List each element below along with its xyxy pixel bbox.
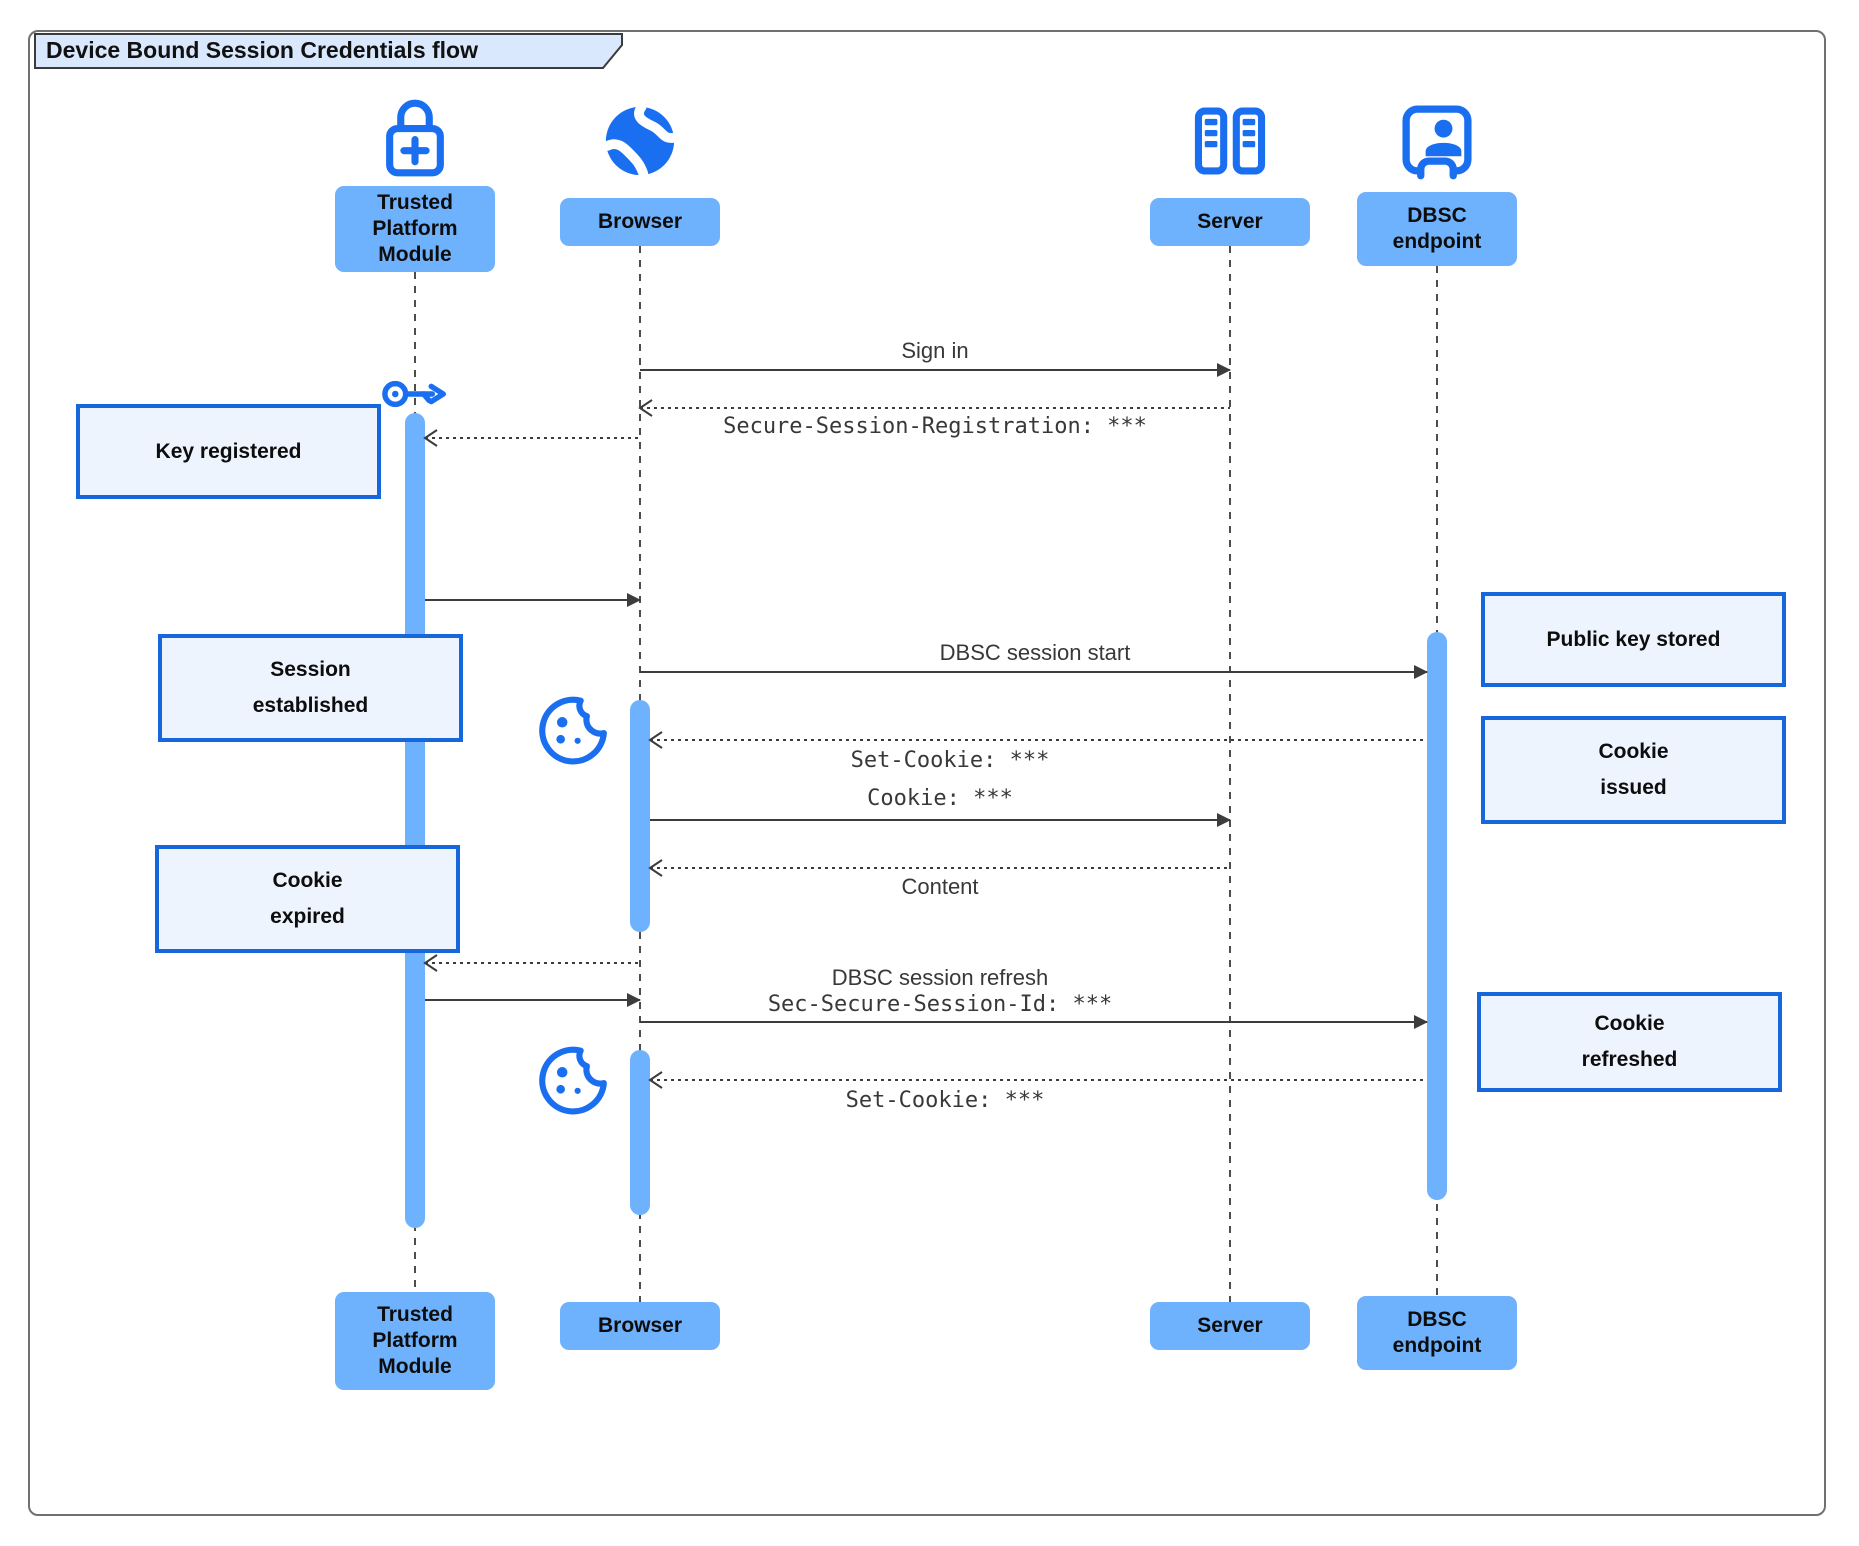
open-arrowhead-icon	[423, 429, 438, 447]
actor-browser-text: Browser	[597, 210, 683, 233]
note-public-key-stored-text: Public key stored	[1546, 627, 1721, 651]
actor-browser-label-bottom: Browser	[560, 1302, 720, 1350]
open-arrowhead-icon	[648, 1071, 663, 1089]
title-tab-shape	[34, 33, 623, 69]
open-arrowhead-icon	[423, 954, 438, 972]
cookie-icon	[536, 692, 610, 768]
activation-browser-1	[630, 700, 650, 932]
actor-tpm-label-bottom: Trusted Platform Module	[335, 1292, 495, 1390]
actor-server-label: Server	[1150, 198, 1310, 246]
actor-server-text: Server	[1197, 210, 1263, 233]
actor-tpm-line3: Module	[378, 243, 452, 266]
actor-dbsc-label: DBSC endpoint	[1357, 192, 1517, 266]
lock-plus-icon	[377, 96, 453, 180]
open-arrowhead-icon	[648, 859, 663, 877]
activation-browser-2	[630, 1050, 650, 1215]
actor-tpm-label: Trusted Platform Module	[335, 186, 495, 272]
message-dbsc-refresh-line1: DBSC session refresh	[831, 965, 1049, 990]
open-arrowhead-icon	[638, 399, 653, 417]
note-session-established: Session established	[158, 634, 463, 742]
note-cookie-expired-line2: expired	[270, 905, 345, 928]
note-public-key-stored: Public key stored	[1481, 592, 1786, 687]
page-title: Device Bound Session Credentials flow	[46, 37, 478, 63]
note-cookie-expired-line1: Cookie	[272, 869, 343, 892]
key-icon	[380, 370, 452, 418]
actor-dbsc-line2: endpoint	[1392, 230, 1482, 253]
arrowhead-icon	[1217, 363, 1231, 377]
note-cookie-refreshed: Cookie refreshed	[1477, 992, 1782, 1092]
message-set-cookie-1-line	[648, 731, 1427, 749]
actor-server-label-bottom: Server	[1150, 1302, 1310, 1350]
arrowhead-icon	[627, 993, 641, 1007]
note-cookie-issued: Cookie issued	[1481, 716, 1786, 824]
lifeline-server	[1229, 246, 1231, 1302]
message-dbsc-refresh-label: DBSC session refresh Sec-Secure-Session-…	[768, 964, 1112, 1018]
message-content-label: Content	[901, 874, 979, 899]
message-sign-in-line	[640, 363, 1231, 377]
note-session-established-line1: Session	[270, 658, 351, 681]
open-arrowhead-icon	[648, 731, 663, 749]
note-cookie-issued-line2: issued	[1600, 776, 1667, 799]
message-content-line	[648, 859, 1230, 877]
actor-tpm-line2: Platform	[372, 217, 458, 240]
actor-browser-bottom-text: Browser	[597, 1314, 683, 1337]
message-refresh-signed-line	[425, 993, 641, 1007]
diagram-title-tab: Device Bound Session Credentials flow	[34, 33, 624, 75]
message-cookie-label: Cookie: ***	[867, 786, 1013, 811]
arrowhead-icon	[1414, 1015, 1428, 1029]
message-dbsc-start-label: DBSC session start	[939, 640, 1131, 665]
actor-browser-label: Browser	[560, 198, 720, 246]
message-dbsc-refresh-line	[640, 1015, 1428, 1029]
actor-tpm-bottom-line3: Module	[378, 1355, 452, 1378]
message-registration-label: Secure-Session-Registration: ***	[723, 414, 1147, 439]
actor-dbsc-bottom-line2: endpoint	[1392, 1334, 1482, 1357]
message-dbsc-refresh-line2: Sec-Secure-Session-Id: ***	[767, 992, 1113, 1017]
note-cookie-issued-line1: Cookie	[1598, 740, 1669, 763]
message-cookie-line	[650, 813, 1231, 827]
message-key-register-line	[423, 429, 640, 447]
note-session-established-line2: established	[252, 694, 369, 717]
actor-tpm-bottom-line1: Trusted	[377, 1303, 453, 1326]
message-refresh-sign-line	[423, 954, 640, 972]
arrowhead-icon	[1414, 665, 1428, 679]
note-cookie-refreshed-line2: refreshed	[1581, 1048, 1678, 1071]
actor-server-bottom-text: Server	[1197, 1314, 1263, 1337]
message-set-cookie-1-label: Set-Cookie: ***	[850, 748, 1050, 773]
message-key-done-line	[425, 593, 641, 607]
message-set-cookie-2-line	[648, 1071, 1427, 1089]
message-dbsc-start-line	[640, 665, 1428, 679]
message-registration-line	[638, 399, 1230, 417]
actor-tpm-line1: Trusted	[377, 191, 453, 214]
server-icon	[1189, 102, 1271, 180]
actor-dbsc-label-bottom: DBSC endpoint	[1357, 1296, 1517, 1370]
person-booth-icon	[1398, 100, 1476, 180]
arrowhead-icon	[1217, 813, 1231, 827]
cookie-icon	[536, 1042, 610, 1118]
activation-tpm	[405, 413, 425, 1228]
note-cookie-expired: Cookie expired	[155, 845, 460, 953]
note-cookie-refreshed-line1: Cookie	[1594, 1012, 1665, 1035]
diagram-frame	[28, 30, 1826, 1516]
actor-tpm-bottom-line2: Platform	[372, 1329, 458, 1352]
actor-dbsc-bottom-line1: DBSC	[1407, 1308, 1467, 1331]
message-sign-in-label: Sign in	[901, 338, 969, 363]
activation-dbsc-endpoint	[1427, 632, 1447, 1200]
message-set-cookie-2-label: Set-Cookie: ***	[845, 1088, 1045, 1113]
note-key-registered-text: Key registered	[155, 439, 302, 463]
globe-icon	[601, 102, 679, 180]
arrowhead-icon	[627, 593, 641, 607]
actor-dbsc-line1: DBSC	[1407, 204, 1467, 227]
note-key-registered: Key registered	[76, 404, 381, 499]
